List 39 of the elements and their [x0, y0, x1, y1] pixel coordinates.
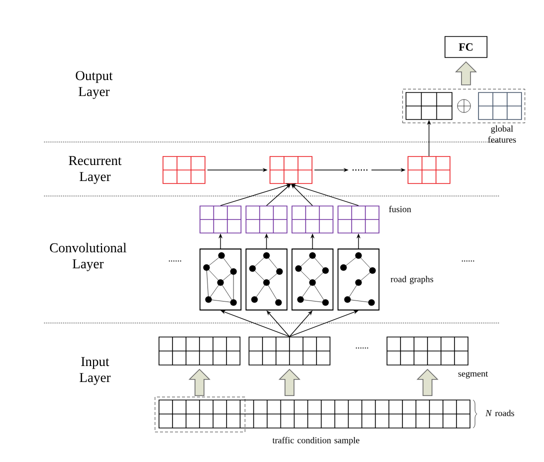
block-arrow: [416, 368, 438, 396]
plus-symbol: [457, 99, 471, 113]
dashed-selection-box: [154, 396, 246, 432]
fc-box: FC: [444, 36, 488, 58]
block-arrow: [278, 368, 300, 396]
block-arrow: [188, 368, 210, 396]
layer-label: Recurrent Layer: [68, 156, 122, 184]
layer-label: road graphs: [390, 276, 434, 284]
grid: [246, 206, 288, 234]
layer-label: fusion: [389, 206, 412, 212]
grid: [248, 336, 330, 366]
grid: [386, 336, 468, 366]
road-graph: [292, 248, 334, 310]
grid: [162, 156, 206, 184]
grid: [158, 336, 240, 366]
grid: [338, 206, 380, 234]
grid: [408, 156, 450, 184]
grid: [406, 92, 452, 120]
grid: [478, 92, 522, 120]
ellipsis-text: ......: [352, 169, 368, 171]
layer-label: Input Layer: [80, 357, 111, 385]
layer-label: N roads: [485, 410, 514, 416]
grid: [158, 400, 470, 428]
layer-label: ......: [168, 260, 182, 262]
dashed-group-box: [402, 88, 526, 124]
layer-label: ......: [462, 260, 474, 262]
layer-label: ......: [356, 347, 368, 349]
node-label: traffic condition sample: [272, 436, 360, 446]
layer-label: Convolutional Layer: [50, 242, 126, 272]
grid: [200, 206, 242, 234]
layer-label: Output Layer: [76, 71, 113, 99]
road-graph: [200, 248, 242, 310]
road-graph: [338, 248, 380, 310]
road-graph: [246, 248, 288, 310]
grid: [292, 206, 334, 234]
layer-label: segment: [458, 372, 488, 378]
node-label: global features: [488, 125, 516, 143]
grid: [270, 156, 312, 184]
block-arrow: [455, 61, 477, 86]
